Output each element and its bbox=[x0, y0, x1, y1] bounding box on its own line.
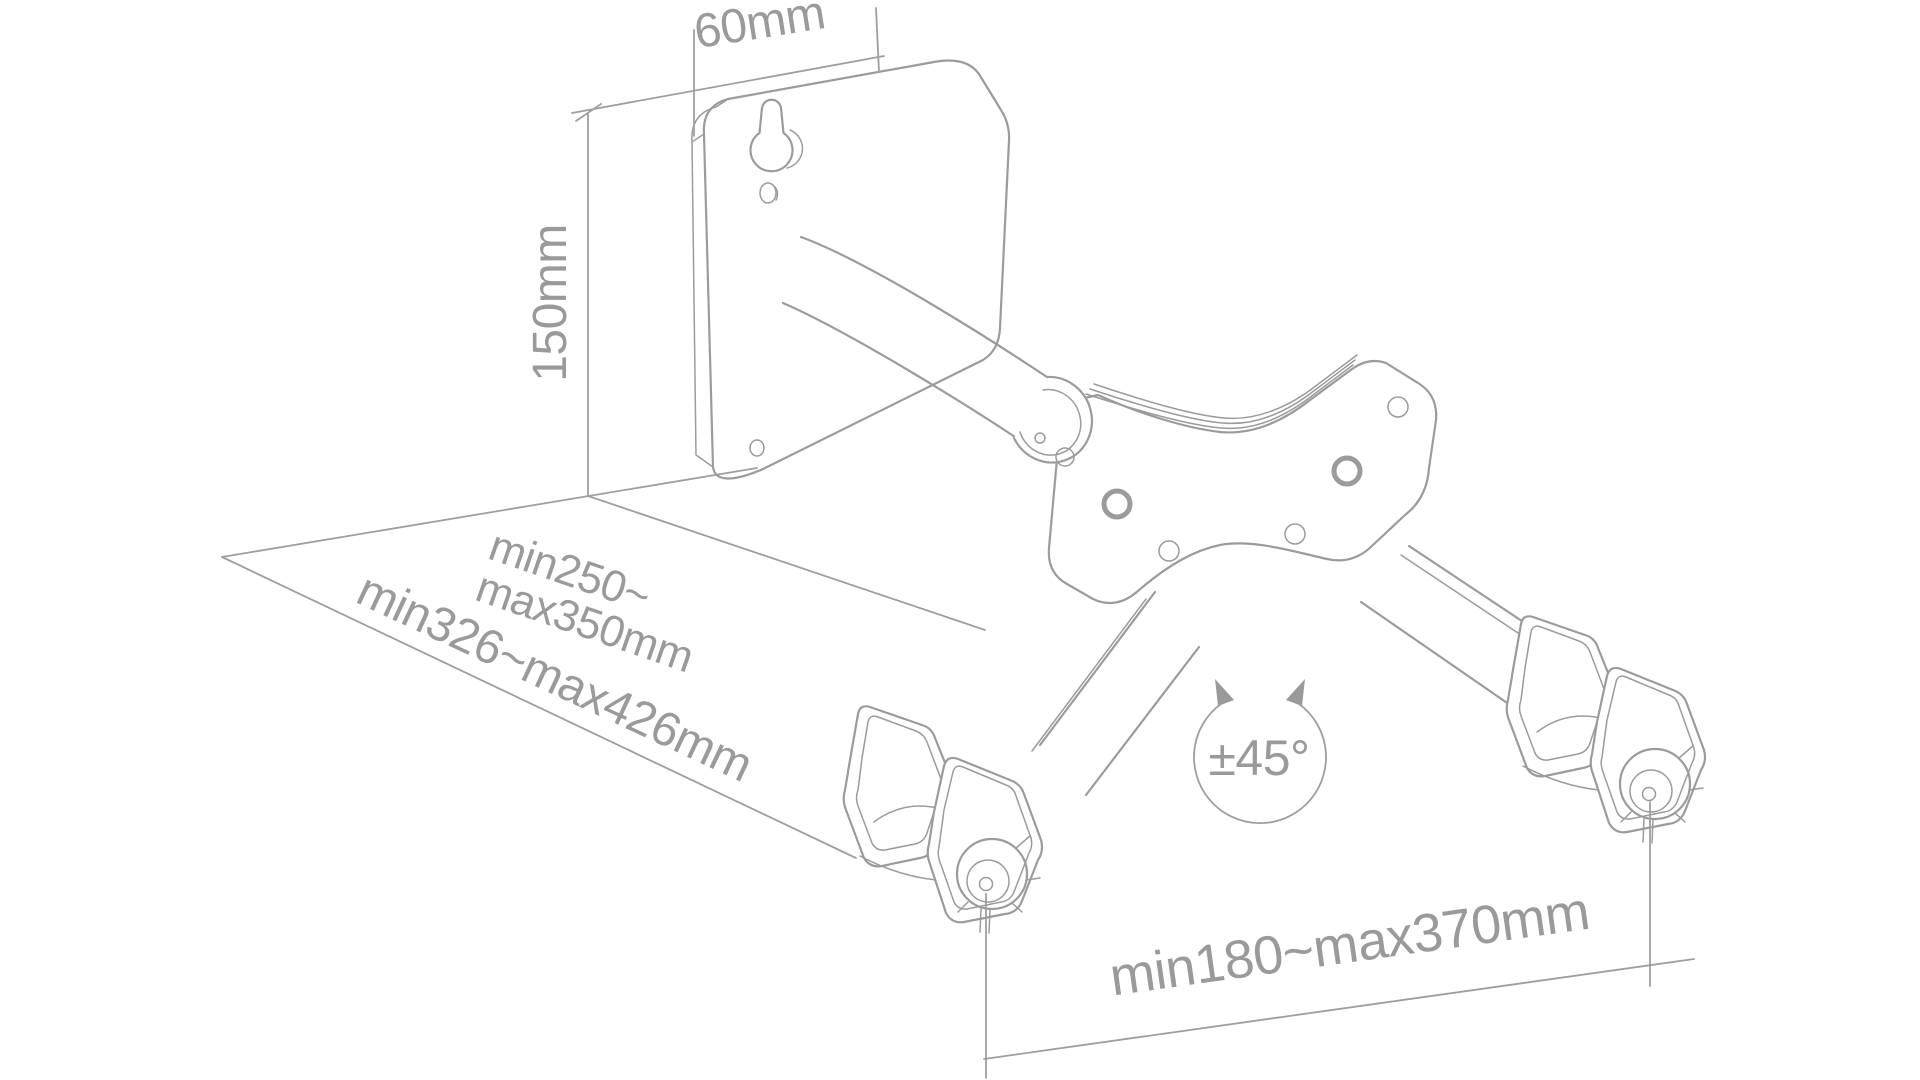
mounting-hole-top bbox=[759, 182, 777, 204]
rotation-arrow-left-icon bbox=[1215, 679, 1234, 706]
mounting-hole-top-edge bbox=[774, 186, 779, 201]
bracket-hole bbox=[1055, 447, 1075, 467]
mounting-hole-bottom bbox=[749, 439, 765, 457]
keyhole-depth-edge bbox=[786, 129, 804, 169]
arm-spread-label: min180~max370mm bbox=[1106, 881, 1593, 1008]
pivot-collar bbox=[1012, 375, 1093, 464]
left-arm-upper-edge bbox=[1038, 590, 1157, 747]
clearance-dimension-line bbox=[587, 495, 986, 631]
wall-plate-face bbox=[702, 59, 1011, 480]
spread-dimension-line bbox=[983, 958, 1695, 1060]
reach-dimension-line bbox=[221, 556, 857, 859]
tube-top-edge bbox=[799, 235, 1049, 379]
center-bracket bbox=[1047, 354, 1438, 605]
bracket-stacked-edge-1 bbox=[1085, 364, 1354, 430]
bracket-holes bbox=[1055, 396, 1409, 562]
rotation-arrow-right-icon bbox=[1286, 679, 1305, 706]
support-tube bbox=[781, 235, 1049, 439]
collar-bolt bbox=[1034, 432, 1046, 444]
wall-plate-side-edge bbox=[691, 133, 714, 468]
width-extension-right bbox=[875, 7, 880, 73]
left-roller bbox=[842, 705, 1044, 935]
wall-base-line bbox=[221, 467, 758, 558]
plate-width-label: 60mm bbox=[691, 0, 829, 59]
wall-plate-corner-edge bbox=[691, 98, 729, 143]
rotation-arc bbox=[1193, 699, 1327, 825]
width-dimension-line bbox=[571, 55, 885, 114]
rotation-annotation bbox=[1193, 679, 1327, 825]
dimension-lines bbox=[221, 7, 1695, 1079]
wall-plate bbox=[691, 59, 1011, 480]
keyhole-slot bbox=[749, 98, 794, 173]
right-roller bbox=[1505, 615, 1707, 845]
bracket-hole-thick bbox=[1331, 455, 1363, 487]
bracket-hole bbox=[1284, 523, 1306, 545]
bracket-hole bbox=[1158, 540, 1180, 562]
left-arm-highlight bbox=[1031, 598, 1147, 752]
collar-inner-ring bbox=[1019, 388, 1082, 456]
left-arm bbox=[1031, 590, 1201, 797]
height-top-tick bbox=[575, 103, 602, 122]
bracket-stacked-edge-2 bbox=[1089, 359, 1356, 425]
right-arm-lower-edge bbox=[1359, 600, 1515, 709]
bracket-hole bbox=[1387, 396, 1409, 418]
tilt-range-label: ±45° bbox=[1208, 730, 1309, 786]
plate-height-label: 150mm bbox=[524, 224, 577, 382]
bracket-hole-thick bbox=[1101, 488, 1133, 520]
collar-outer-ring bbox=[1012, 375, 1093, 464]
bracket-stacked-edge-3 bbox=[1093, 354, 1358, 420]
bracket-plate bbox=[1047, 359, 1438, 605]
left-arm-lower-edge bbox=[1084, 645, 1201, 797]
tube-bottom-edge bbox=[781, 301, 1017, 439]
